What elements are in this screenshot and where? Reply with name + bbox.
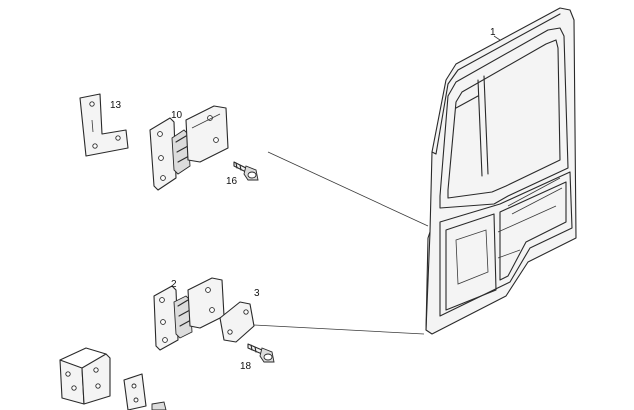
upper-hinge: [149, 105, 229, 191]
callout-lower-hinge: 2: [171, 279, 177, 290]
upper-bolt: [233, 161, 259, 181]
callout-lower-bolt: 18: [240, 361, 252, 372]
lower-bolt: [247, 343, 275, 363]
lower-hinge: [153, 277, 225, 351]
callout-oval-plate: 3: [254, 288, 260, 299]
callout-upper-bolt: 16: [226, 176, 238, 187]
oval-backing-plate: [219, 301, 255, 343]
callout-upper-hinge: 10: [171, 110, 183, 121]
angle-bracket: [59, 347, 111, 405]
partial-screw: [151, 401, 167, 410]
l-shaped-shim: [79, 93, 129, 157]
leader-lines: [253, 35, 501, 335]
callout-shim: 13: [110, 100, 122, 111]
small-plate: [123, 373, 147, 410]
door-panel: [425, 7, 577, 335]
callout-door: 1: [490, 27, 496, 38]
